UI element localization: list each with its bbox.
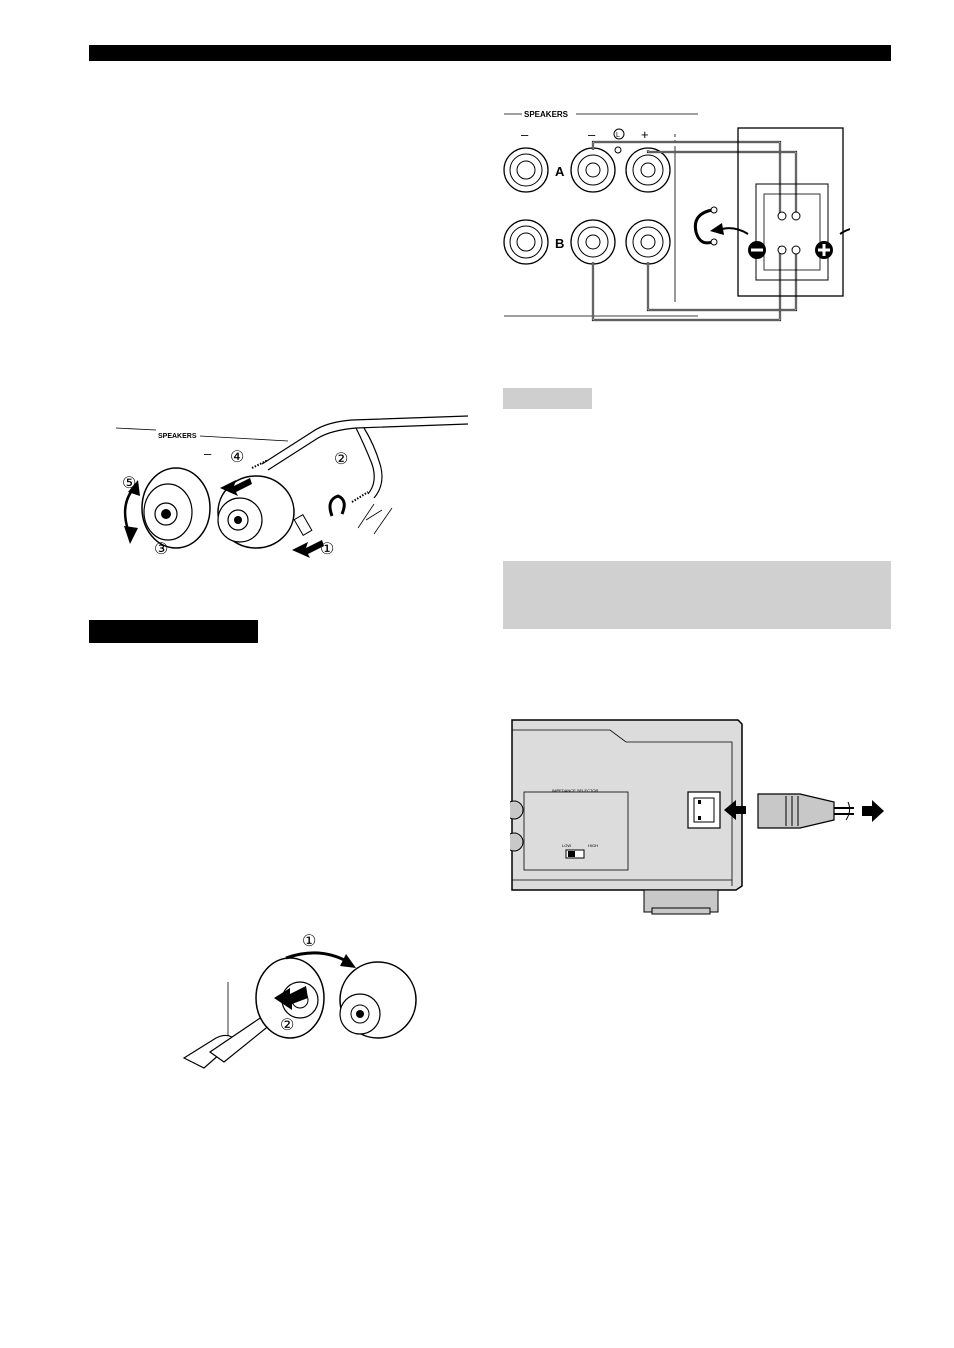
impedance-title: IMPEDANCE SELECTOR <box>552 788 598 793</box>
plus-mark: + <box>641 127 649 142</box>
terminal-b-minus <box>570 219 616 265</box>
minus-mark: – <box>588 127 596 142</box>
step-5: ⑤ <box>122 475 136 492</box>
banana-plug-diagram: ① ② <box>180 928 440 1078</box>
speaker-terminals-diagram: SPEAKERS – – L + A B <box>500 104 850 326</box>
speaker-wire-connection-diagram: SPEAKERS – <box>112 404 472 564</box>
step-4: ④ <box>230 449 244 466</box>
terminal-a-plus <box>625 147 671 193</box>
switch-high: HIGH <box>588 843 598 848</box>
step-2: ② <box>334 451 348 468</box>
minus-mark-2: – <box>204 446 212 461</box>
minus-mark-left: – <box>521 127 529 142</box>
step-3: ③ <box>154 541 168 558</box>
heading-box <box>503 561 891 629</box>
terminal-b-plus <box>625 219 671 265</box>
speakers-label-2: SPEAKERS <box>158 433 197 440</box>
note-tab <box>503 388 592 409</box>
rear-panel-power-diagram: IMPEDANCE SELECTOR LOW HIGH <box>510 716 890 916</box>
lock-symbol: L <box>616 132 620 139</box>
switch-low: LOW <box>562 843 571 848</box>
speakers-label: SPEAKERS <box>524 110 569 119</box>
row-a-label: A <box>555 164 565 179</box>
banana-step-2: ② <box>280 1017 294 1034</box>
terminal-a-minus <box>570 147 616 193</box>
header-bar <box>89 45 891 61</box>
row-b-label: B <box>555 236 564 251</box>
banana-step-1: ① <box>302 933 316 950</box>
section-tab <box>89 620 258 643</box>
terminal-knob-left <box>141 467 211 549</box>
step-1: ① <box>320 541 334 558</box>
